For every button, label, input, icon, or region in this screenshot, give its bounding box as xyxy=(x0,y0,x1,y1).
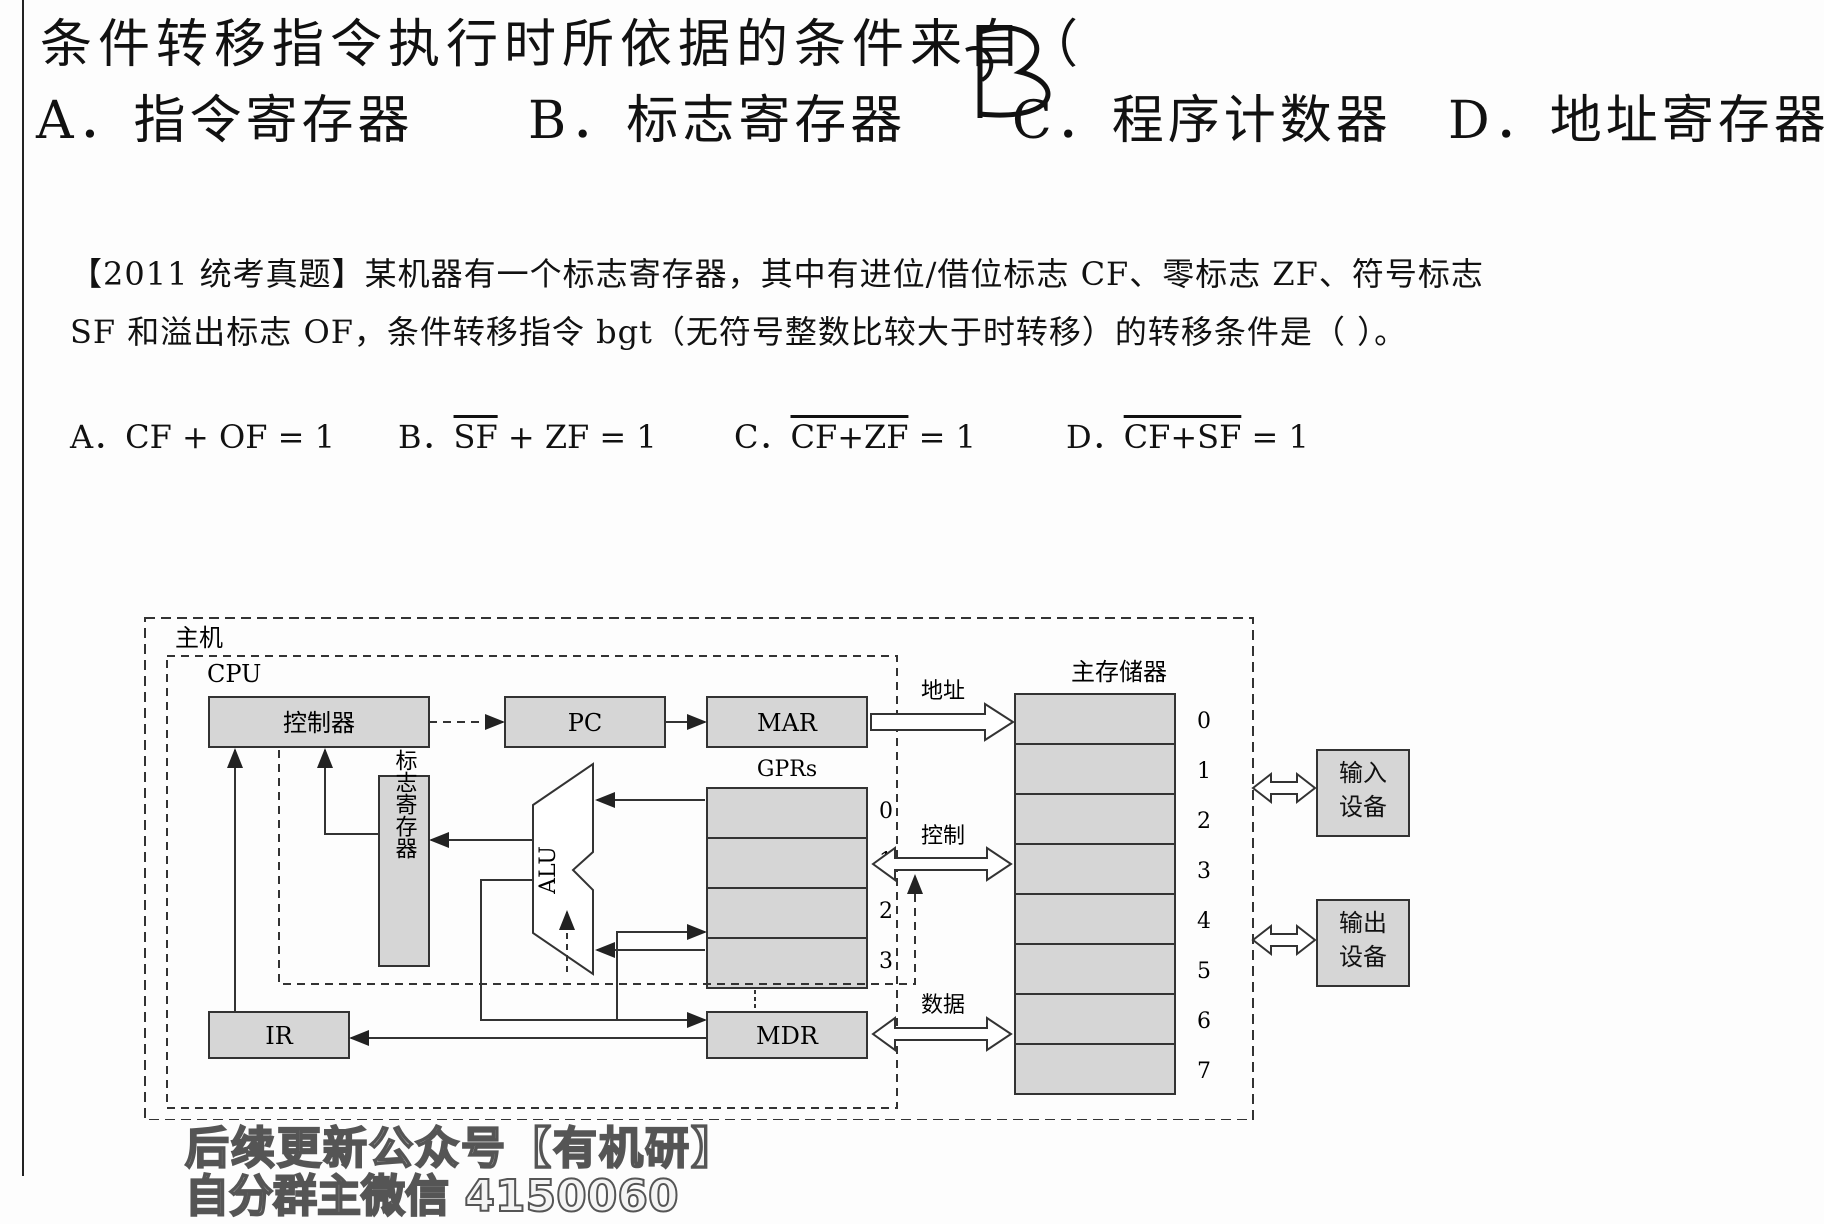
mem-index-6: 6 xyxy=(1197,1009,1211,1034)
mdr-box xyxy=(706,1011,868,1059)
controller-box xyxy=(208,696,430,748)
mem-index-5: 5 xyxy=(1197,959,1211,984)
output-device-label: 输出设备 xyxy=(1339,909,1387,971)
q1-option-a: A．指令寄存器 xyxy=(36,91,414,151)
left-margin-rule xyxy=(22,0,24,1176)
bus-address-label: 地址 xyxy=(921,679,965,704)
gpr-index-0: 0 xyxy=(879,799,893,824)
main-memory-label: 主存储器 xyxy=(1071,658,1167,686)
mem-index-2: 2 xyxy=(1197,809,1211,834)
host-label: 主机 xyxy=(175,624,223,652)
input-device-label: 输入设备 xyxy=(1339,759,1387,821)
mem-index-7: 7 xyxy=(1197,1059,1211,1084)
gprs-label: GPRs xyxy=(757,757,817,782)
alu-shape xyxy=(532,762,594,976)
input-device-box xyxy=(1316,749,1410,837)
flag-register-label: 标志寄存器 xyxy=(392,749,418,859)
mdr-label: MDR xyxy=(756,1022,819,1050)
gpr-index-3: 3 xyxy=(879,949,893,974)
question2-text: 【2011 统考真题】某机器有一个标志寄存器，其中有进位/借位标志 CF、零标志… xyxy=(70,255,1484,351)
q1-option-b: B．标志寄存器 xyxy=(528,91,907,151)
bus-control-label: 控制 xyxy=(921,824,965,849)
cpu-frame xyxy=(166,655,898,1109)
flag-register-box xyxy=(378,775,430,967)
pc-label: PC xyxy=(568,709,603,737)
output-io-arrow xyxy=(1251,923,1317,957)
alu-label: ALU xyxy=(536,846,561,895)
q2-option-d: D．CF+SF = 1 xyxy=(1066,418,1309,456)
cpu-label: CPU xyxy=(207,660,261,688)
watermark-line1: 后续更新公众号【有机研】 xyxy=(184,1122,737,1175)
address-bus-arrow xyxy=(870,702,1015,742)
mem-index-1: 1 xyxy=(1197,759,1211,784)
mem-index-0: 0 xyxy=(1197,709,1211,734)
q1-option-c: C．程序计数器 xyxy=(1012,91,1392,151)
question1-stem: 条件转移指令执行时所依据的条件来自（ xyxy=(40,15,1085,75)
host-frame xyxy=(144,617,1254,1120)
handwritten-answer-mark: B xyxy=(965,25,1051,118)
ir-box xyxy=(208,1011,350,1059)
computer-architecture-diagram: 主机 CPU 控制器 PC MAR GPRs 0 1 2 3 标志寄存器 ALU… xyxy=(144,617,1410,1120)
output-device-box xyxy=(1316,899,1410,987)
q1-option-d: D．地址寄存器 xyxy=(1448,91,1824,151)
q2-option-b: B．SF + ZF = 1 xyxy=(398,418,657,456)
mar-box xyxy=(706,696,868,748)
input-io-arrow xyxy=(1251,771,1317,805)
ir-label: IR xyxy=(265,1022,293,1050)
mem-index-3: 3 xyxy=(1197,859,1211,884)
mar-label: MAR xyxy=(757,709,818,737)
bus-data-label: 数据 xyxy=(921,993,965,1018)
mem-index-4: 4 xyxy=(1197,909,1211,934)
main-memory-cells xyxy=(1014,693,1176,1095)
data-bus-arrow xyxy=(871,1016,1013,1052)
gpr-registers xyxy=(706,787,868,989)
watermark-line2: 自分群主微信 4150060 xyxy=(184,1170,680,1223)
gpr-index-2: 2 xyxy=(879,899,893,924)
control-bus-arrow xyxy=(871,846,1013,882)
q2-option-a: A．CF + OF = 1 xyxy=(70,418,335,456)
controller-label: 控制器 xyxy=(283,709,355,737)
q2-option-c: C．CF+ZF = 1 xyxy=(734,418,976,456)
